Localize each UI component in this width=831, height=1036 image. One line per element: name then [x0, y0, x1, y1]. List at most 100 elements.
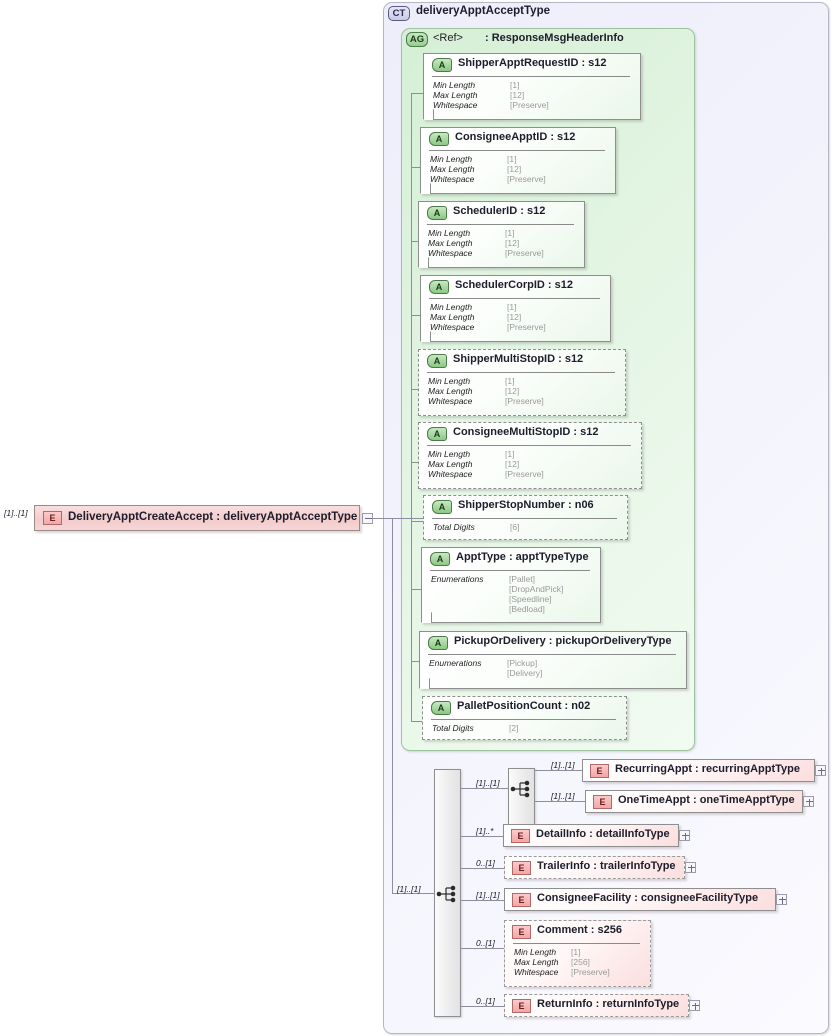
- element-return-info[interactable]: E ReturnInfo : returnInfoType: [504, 994, 689, 1017]
- choice-cardinality: [1]..[1]: [476, 778, 500, 788]
- attribute-corner-notch: [419, 678, 430, 689]
- facet-key: Total Digits: [432, 723, 474, 733]
- connector-sequence-branch: [461, 836, 503, 837]
- divider: [428, 654, 676, 655]
- divider: [431, 719, 616, 720]
- facet-value: [Delivery]: [507, 668, 543, 678]
- attribute-scheduler-id[interactable]: A SchedulerID : s12 Min Length[1] Max Le…: [418, 201, 585, 268]
- root-element-collapse-toggle[interactable]: [362, 513, 373, 524]
- facet-key: Whitespace: [433, 100, 478, 110]
- facet-key: Max Length: [433, 90, 478, 100]
- facet-value: [Preserve]: [505, 469, 544, 479]
- connector-root-to-type: [373, 518, 433, 519]
- facet-list: Min Length[1] Max Length[12] Whitespace[…: [428, 449, 637, 479]
- facet-value: [12]: [505, 386, 520, 396]
- attribute-pickup-or-delivery[interactable]: A PickupOrDelivery : pickupOrDeliveryTyp…: [419, 631, 687, 689]
- attribute-label: PalletPositionCount : n02: [457, 700, 591, 712]
- connector-attribute: [411, 389, 418, 390]
- facet-value: [1]: [505, 376, 515, 386]
- one-time-appt-expand-toggle[interactable]: [803, 796, 814, 807]
- facet-value: [Preserve]: [505, 396, 544, 406]
- detail-info-expand-toggle[interactable]: [679, 830, 690, 841]
- element-badge: E: [593, 795, 612, 809]
- attribute-shipper-stop-number[interactable]: A ShipperStopNumber : n06 Total Digits[6…: [423, 495, 628, 540]
- return-info-expand-toggle[interactable]: [689, 1000, 700, 1011]
- divider: [432, 76, 630, 77]
- facet-list: Min Length[1] Max Length[12] Whitespace[…: [430, 154, 611, 184]
- element-badge: E: [512, 999, 531, 1013]
- element-badge: E: [511, 829, 530, 843]
- facet-key: Max Length: [430, 312, 475, 322]
- facet-value: [12]: [510, 90, 525, 100]
- attribute-consignee-appt-id[interactable]: A ConsigneeApptID : s12 Min Length[1] Ma…: [420, 127, 616, 194]
- connector-sequence-branch: [461, 948, 504, 949]
- attribute-shipper-multi-stop-id[interactable]: A ShipperMultiStopID : s12 Min Length[1]…: [418, 349, 626, 416]
- choice-icon: [510, 780, 530, 798]
- facet-value: [1]: [505, 449, 515, 459]
- facet-value: [Preserve]: [507, 174, 546, 184]
- recurring-appt-expand-toggle[interactable]: [815, 765, 826, 776]
- facet-key: Whitespace: [430, 174, 475, 184]
- consignee-facility-expand-toggle[interactable]: [776, 894, 787, 905]
- attribute-corner-notch: [418, 257, 429, 268]
- recurring-appt-cardinality: [1]..[1]: [551, 760, 575, 770]
- facet-key: Enumerations: [431, 574, 484, 584]
- element-trailer-info[interactable]: E TrailerInfo : trailerInfoType: [504, 856, 685, 879]
- facet-list: Enumerations[Pickup] [Delivery]: [429, 658, 682, 678]
- facet-key: Max Length: [428, 238, 473, 248]
- attribute-badge: A: [431, 701, 451, 715]
- connector-attribute: [411, 589, 421, 590]
- attribute-scheduler-corp-id[interactable]: A SchedulerCorpID : s12 Min Length[1] Ma…: [420, 275, 611, 342]
- element-badge: E: [590, 764, 609, 778]
- facet-value: [2]: [509, 723, 519, 733]
- root-element-cardinality: [1]..[1]: [4, 508, 28, 518]
- element-one-time-appt[interactable]: E OneTimeAppt : oneTimeApptType: [585, 790, 803, 813]
- facet-value: [6]: [510, 522, 520, 532]
- element-detail-info[interactable]: E DetailInfo : detailInfoType: [503, 824, 679, 847]
- trailer-info-cardinality: 0..[1]: [476, 858, 495, 868]
- attribute-consignee-multi-stop-id[interactable]: A ConsigneeMultiStopID : s12 Min Length[…: [418, 422, 642, 489]
- attribute-badge: A: [427, 206, 447, 220]
- facet-value: [Preserve]: [571, 967, 610, 977]
- connector-sequence-branch: [461, 1006, 504, 1007]
- facet-list: Min Length[1] Max Length[12] Whitespace[…: [428, 376, 621, 406]
- divider: [427, 224, 574, 225]
- element-delivery-appt-create-accept[interactable]: E DeliveryApptCreateAccept : deliveryApp…: [34, 505, 360, 531]
- facet-value: [1]: [507, 302, 517, 312]
- attribute-appt-type[interactable]: A ApptType : apptTypeType Enumerations[P…: [421, 547, 601, 623]
- attribute-shipper-appt-request-id[interactable]: A ShipperApptRequestID : s12 Min Length[…: [423, 53, 641, 120]
- element-comment[interactable]: E Comment : s256 Min Length[1] Max Lengt…: [504, 920, 651, 987]
- facet-list: Min Length[1] Max Length[12] Whitespace[…: [430, 302, 606, 332]
- connector-attribute-spine: [411, 93, 412, 721]
- return-info-cardinality: 0..[1]: [476, 996, 495, 1006]
- attribute-corner-notch: [421, 612, 432, 623]
- attribute-corner-notch: [420, 183, 431, 194]
- divider: [429, 150, 605, 151]
- facet-value: [Bedload]: [509, 604, 545, 614]
- element-recurring-appt[interactable]: E RecurringAppt : recurringApptType: [582, 759, 815, 782]
- choice-compositor[interactable]: [508, 768, 535, 826]
- attribute-label: ShipperApptRequestID : s12: [458, 57, 607, 69]
- sequence-cardinality: [1]..[1]: [397, 884, 421, 894]
- trailer-info-expand-toggle[interactable]: [685, 862, 696, 873]
- facet-key: Enumerations: [429, 658, 482, 668]
- attribute-badge: A: [427, 354, 447, 368]
- facet-key: Max Length: [428, 386, 473, 396]
- divider: [432, 518, 617, 519]
- attribute-label: SchedulerCorpID : s12: [455, 279, 573, 291]
- attribute-badge: A: [430, 552, 450, 566]
- facet-key: Whitespace: [428, 248, 473, 258]
- facet-key: Min Length: [430, 302, 473, 312]
- one-time-appt-cardinality: [1]..[1]: [551, 791, 575, 801]
- connector-sequence-branch: [461, 788, 508, 789]
- element-label: RecurringAppt : recurringApptType: [615, 763, 800, 775]
- facet-value: [Preserve]: [510, 100, 549, 110]
- element-consignee-facility[interactable]: E ConsigneeFacility : consigneeFacilityT…: [504, 888, 776, 911]
- attribute-corner-notch: [423, 109, 434, 120]
- attribute-pallet-position-count[interactable]: A PalletPositionCount : n02 Total Digits…: [422, 696, 627, 740]
- facet-key: Max Length: [514, 957, 559, 967]
- element-label: ReturnInfo : returnInfoType: [537, 998, 680, 1010]
- facet-key: Whitespace: [428, 396, 473, 406]
- detail-info-cardinality: [1]..*: [476, 826, 494, 836]
- element-badge: E: [512, 925, 531, 939]
